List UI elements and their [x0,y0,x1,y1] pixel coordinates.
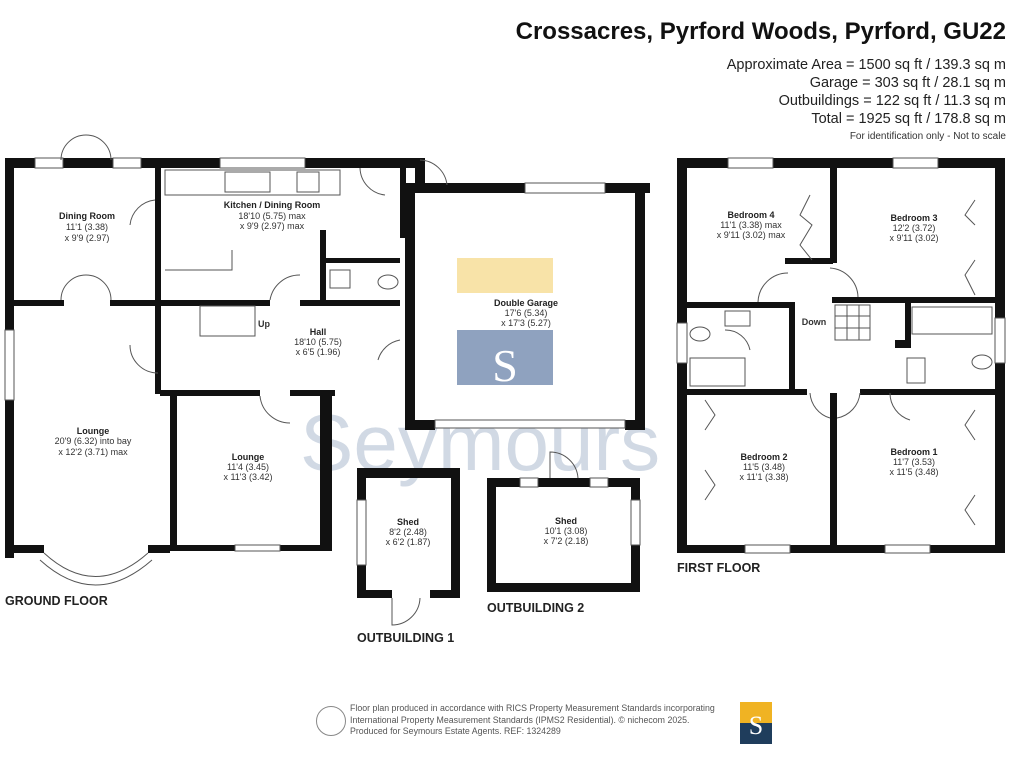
outbuilding-1-label: OUTBUILDING 1 [357,631,454,645]
room-name-lounge-2: Lounge [232,452,265,462]
outbuilding-2-label: OUTBUILDING 2 [487,601,584,615]
first-floor-walls [677,158,1005,553]
room-dims-dining-1: 11'1 (3.38) [66,222,108,232]
footer-line: International Property Measurement Stand… [350,714,690,725]
room-name-bedroom-4: Bedroom 4 [727,210,774,220]
shed-2-dims-1: 10'1 (3.08) [545,526,588,536]
outbuilding-1-walls [356,468,460,626]
area-garage: Garage = 303 sq ft / 28.1 sq m [809,75,1006,91]
room-dims-bedroom-4-2: x 9'11 (3.02) max [717,230,786,240]
room-dims-kitchen-2: x 9'9 (2.97) max [240,221,305,231]
watermark-logo-letter: S [492,340,518,391]
room-dims-dining-2: x 9'9 (2.97) [65,233,110,243]
room-dims-bedroom-1-1: 11'7 (3.53) [893,457,935,467]
shed-1-dims-1: 8'2 (2.48) [389,527,427,537]
area-total: Total = 1925 sq ft / 178.8 sq m [811,111,1006,127]
room-dims-bedroom-1-2: x 11'5 (3.48) [889,467,938,477]
room-name-bedroom-1: Bedroom 1 [890,447,937,457]
room-dims-bedroom-3-2: x 9'11 (3.02) [889,233,938,243]
footer-line: Floor plan produced in accordance with R… [350,703,715,713]
room-name-garage: Double Garage [494,298,558,308]
room-dims-lounge-2-2: x 11'3 (3.42) [223,472,272,482]
room-dims-bedroom-3-1: 12'2 (3.72) [893,223,936,233]
room-dims-garage-2: x 17'3 (5.27) [501,318,551,328]
room-dims-bedroom-2-2: x 11'1 (3.38) [739,472,788,482]
property-title: Crossacres, Pyrford Woods, Pyrford, GU22 [515,18,1006,45]
first-floor-label: FIRST FLOOR [677,561,760,575]
room-dims-bedroom-4-1: 11'1 (3.38) max [720,220,782,230]
shed-1-dims-2: x 6'2 (1.87) [386,537,431,547]
area-summary: Approximate Area = 1500 sq ft / 139.3 sq… [727,56,1006,128]
ground-floor-label: GROUND FLOOR [5,594,108,608]
room-dims-hall-2: x 6'5 (1.96) [296,347,341,357]
watermark-logo: S [457,258,553,391]
footer-line: Produced for Seymours Estate Agents. REF… [350,726,561,736]
shed-2-name: Shed [555,516,577,526]
room-name-dining: Dining Room [59,211,115,221]
shed-1-name: Shed [397,517,419,527]
first-floor-fixtures [676,157,1006,554]
room-name-kitchen: Kitchen / Dining Room [224,200,321,210]
scale-note: For identification only - Not to scale [849,131,1006,142]
room-name-hall: Hall [310,327,327,337]
room-name-lounge: Lounge [77,426,110,436]
room-name-bedroom-3: Bedroom 3 [890,213,937,223]
person-icon [316,706,346,736]
room-dims-bedroom-2-1: 11'5 (3.48) [743,462,785,472]
stairs-up-label: Up [258,319,270,329]
room-dims-hall-1: 18'10 (5.75) [294,337,342,347]
room-dims-lounge-2: x 12'2 (3.71) max [58,447,128,457]
watermark-text: Seymours [300,398,660,487]
room-dims-garage-1: 17'6 (5.34) [505,308,548,318]
area-approximate: Approximate Area = 1500 sq ft / 139.3 sq… [726,57,1006,73]
ground-floor-fixtures [4,134,626,586]
room-name-bedroom-2: Bedroom 2 [740,452,787,462]
room-dims-lounge-2-1: 11'4 (3.45) [227,462,269,472]
area-outbuildings: Outbuildings = 122 sq ft / 11.3 sq m [778,93,1006,109]
footer-logo-letter: S [749,711,763,740]
stairs-down-label: Down [802,317,827,327]
room-dims-kitchen-1: 18'10 (5.75) max [238,211,306,221]
outbuilding-2-walls [487,451,641,592]
seymours-logo: S [740,702,772,744]
room-dims-lounge-1: 20'9 (6.32) into bay [55,436,132,446]
footer-disclaimer: Floor plan produced in accordance with R… [350,703,735,738]
shed-2-dims-2: x 7'2 (2.18) [544,536,589,546]
